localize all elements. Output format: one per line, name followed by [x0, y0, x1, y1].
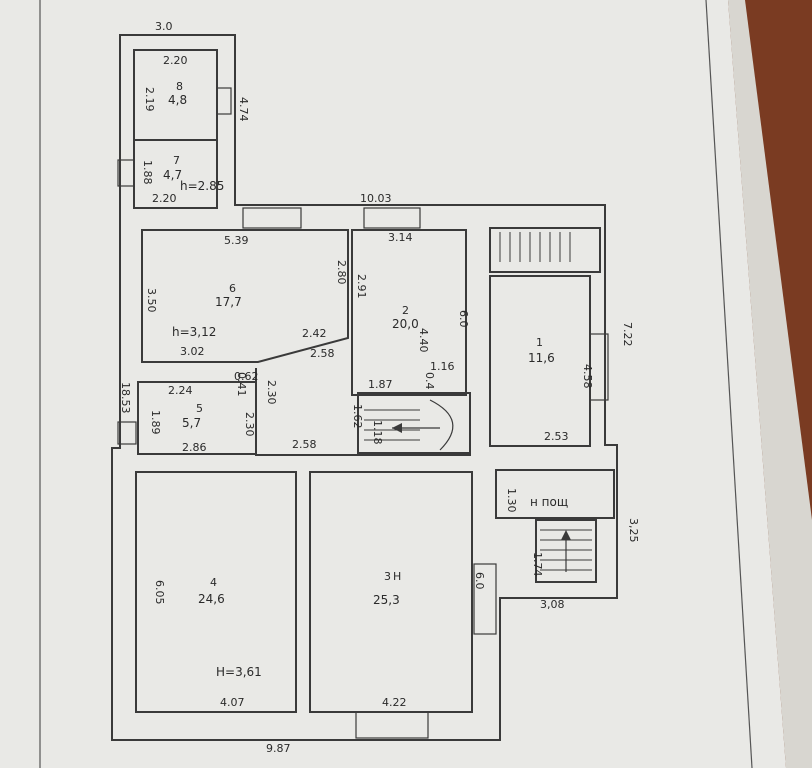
dim-r8-top: 2.20: [163, 54, 188, 67]
room-labels: 8 4,8 7 4,7 h=2.85 6 17,7 h=3,12 2 20,0 …: [163, 80, 568, 679]
dim-stair-top: 1.87: [368, 378, 393, 391]
room-6-height: h=3,12: [172, 325, 216, 339]
dim-r4-left: 6.05: [153, 580, 166, 605]
dim-right-474: 4.74: [237, 97, 250, 122]
dim-r2-side: 4.40: [417, 328, 430, 353]
dim-r1-bottom: 2.53: [544, 430, 569, 443]
room-6-outline: [141, 229, 349, 363]
dim-r5-bottom: 2.86: [182, 441, 207, 454]
room-4-area: 24,6: [198, 592, 225, 606]
room-4-number: 4: [210, 576, 217, 589]
dim-porch-130: 1.30: [505, 488, 518, 513]
dim-r5-left: 1.89: [149, 410, 162, 435]
dim-porch-174: 1.74: [531, 552, 544, 577]
dim-stair-118: 1.18: [371, 420, 384, 445]
dim-top-width: 3.0: [155, 20, 173, 33]
porch-label: н пощ: [530, 495, 568, 509]
dim-r4-bottom: 4.07: [220, 696, 245, 709]
room-4-outline: [135, 471, 297, 713]
room-3-area: 25,3: [373, 593, 400, 607]
rooms-7-8-outline: [133, 49, 218, 209]
dim-r6-bottom: 3.02: [180, 345, 205, 358]
dim-small-041: 0.41: [235, 372, 248, 397]
porch-stair-outline: [535, 519, 597, 583]
room-1-area: 11,6: [528, 351, 555, 365]
windows: [117, 87, 609, 739]
room-6-number: 6: [229, 282, 236, 295]
dim-corner-258: 2.58: [310, 347, 335, 360]
dimensions: 3.0 2.20 2.19 4.74 1.88 2.20 10.03 5.39 …: [119, 20, 640, 755]
dim-hall-258: 2.58: [292, 438, 317, 451]
dim-porch-325: 3,25: [627, 518, 640, 543]
outer-wall: [111, 34, 618, 741]
window-r3: [473, 563, 497, 635]
dim-r2-top: 3.14: [388, 231, 413, 244]
room-7-area: 4,7: [163, 168, 182, 182]
dim-r5-right: 2.30: [265, 380, 278, 405]
window-r7: [117, 159, 135, 187]
spiral-stair-curve: [429, 399, 454, 451]
room-2-area: 20,0: [392, 317, 419, 331]
dim-r2-right: 6.0: [457, 310, 470, 328]
dim-overall-left: 18.53: [119, 382, 132, 414]
dim-small-062: 0.62: [234, 370, 259, 383]
walls: [111, 34, 618, 741]
dim-overall-top: 10.03: [360, 192, 392, 205]
room-5-area: 5,7: [182, 416, 201, 430]
dim-r8-left: 2.19: [143, 87, 156, 112]
room-3-number: 3: [384, 570, 391, 583]
dim-r2-left: 2.91: [355, 274, 368, 299]
dim-corner-242: 2.42: [302, 327, 327, 340]
dim-stair-04: 0.4: [423, 372, 436, 390]
room-6-area: 17,7: [215, 295, 242, 309]
room-8-area: 4,8: [168, 93, 187, 107]
paper-shadow: [728, 0, 812, 768]
window-top-2: [363, 207, 421, 229]
dim-r5-right-2: 2.30: [243, 412, 256, 437]
dim-r3-right: 6.0: [473, 572, 486, 590]
dim-r7-bottom: 2.20: [152, 192, 177, 205]
dim-r7-left: 1.88: [141, 160, 154, 185]
room-7-height: h=2.85: [180, 179, 224, 193]
window-bottom: [355, 711, 429, 739]
window-left: [117, 421, 137, 445]
room-1-number: 1: [536, 336, 543, 349]
top-stair-outline: [489, 227, 601, 273]
dim-r3-bottom: 4.22: [382, 696, 407, 709]
dim-r6-right: 2.80: [335, 260, 348, 285]
room-7-number: 7: [173, 154, 180, 167]
paper-sheet: [0, 0, 786, 768]
room-8-number: 8: [176, 80, 183, 93]
dim-r1-right: 4.58: [581, 364, 594, 389]
window-r8: [216, 87, 232, 115]
window-r1: [589, 333, 609, 401]
window-top-1: [242, 207, 302, 229]
room-4-height: H=3,61: [216, 665, 262, 679]
porch-arrow-head: [561, 530, 571, 540]
dim-stair-116: 1.16: [430, 360, 455, 373]
dim-porch-308: 3,08: [540, 598, 565, 611]
room-2-outline: [351, 229, 467, 396]
room-3-marker: H: [393, 570, 401, 583]
dim-overall-right: 7.22: [621, 322, 634, 347]
room-2-number: 2: [402, 304, 409, 317]
stair-arrow-head: [392, 423, 402, 433]
stair-block: [357, 392, 471, 454]
dim-r5-top: 2.24: [168, 384, 193, 397]
porch-outline: [495, 469, 615, 519]
room-5-number: 5: [196, 402, 203, 415]
frame-right-line: [705, 0, 753, 768]
dim-r6-top: 5.39: [224, 234, 249, 247]
dim-overall-bottom: 9.87: [266, 742, 291, 755]
dim-r6-left: 3.50: [145, 288, 158, 313]
dim-stair-162: 1.62: [351, 404, 364, 429]
